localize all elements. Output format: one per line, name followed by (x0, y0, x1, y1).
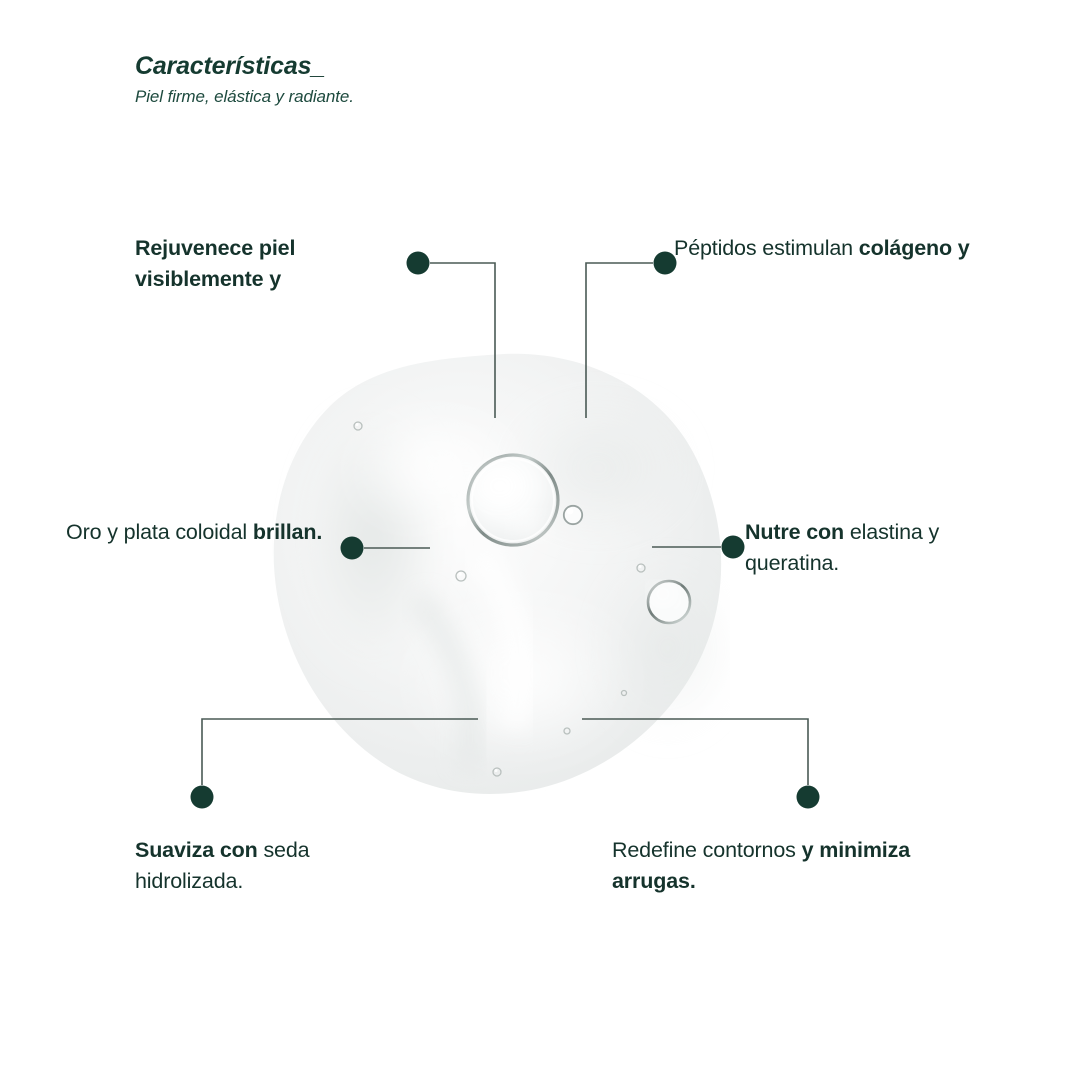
callout-label-suaviza: Suaviza con seda hidrolizada. (135, 835, 415, 896)
gel-swirl-right (598, 558, 730, 738)
medium-bubble (646, 579, 692, 625)
gel-blob-shape (273, 353, 722, 794)
connector-line-rejuvenece (430, 262, 496, 418)
callout-segment: Oro y plata coloidal (66, 520, 253, 544)
page-title: Características_ (135, 52, 325, 80)
connector-dot-rejuvenece (406, 251, 430, 275)
page-subtitle: Piel firme, elástica y radiante. (135, 86, 354, 106)
connector-line-suaviza (201, 718, 478, 785)
callout-segment: y minimiza arrugas. (612, 838, 911, 893)
callout-segment: Rejuvenece piel visiblemente y (135, 236, 296, 291)
callout-segment: brillan. (252, 520, 323, 544)
connector-dot-nutre (721, 535, 745, 559)
large-bubble (466, 453, 560, 547)
gel-streak-1 (407, 589, 484, 771)
callout-segment: elastina y queratina. (745, 520, 940, 575)
gel-swirl-top-right (502, 394, 694, 542)
callout-segment: Redefine contornos (612, 838, 802, 862)
header-block: Características_ Piel firme, elástica y … (135, 52, 655, 107)
micro-bubble-highlights (355, 423, 642, 772)
callout-label-nutre: Nutre con elastina y queratina. (745, 517, 1015, 578)
callout-label-peptidos: Péptidos estimulan colágeno y (674, 233, 974, 264)
callout-label-oro-plata: Oro y plata coloidal brillan. (66, 517, 341, 548)
small-attached-bubble (562, 504, 584, 526)
callout-segment: Péptidos estimulan (674, 236, 859, 260)
callout-label-rejuvenece: Rejuvenece piel visiblemente y (135, 233, 405, 294)
callout-label-redefine: Redefine contornos y minimiza arrugas. (612, 835, 912, 896)
connector-line-redefine (582, 718, 809, 785)
connector-dot-suaviza (190, 785, 214, 809)
gel-streak-2 (466, 543, 536, 733)
callout-segment: colágeno y (858, 236, 970, 260)
product-gel-image (268, 348, 730, 800)
callout-segment: Nutre con (745, 520, 844, 544)
gel-highlight-top-left (344, 406, 528, 530)
connector-line-peptidos (585, 262, 653, 418)
callout-segment: seda hidrolizada. (135, 838, 310, 893)
gel-highlight-bottom (400, 590, 640, 766)
connector-dot-redefine (796, 785, 820, 809)
connector-dot-oro-plata (340, 536, 364, 560)
micro-bubbles (353, 421, 646, 777)
callout-segment: Suaviza con (135, 838, 258, 862)
